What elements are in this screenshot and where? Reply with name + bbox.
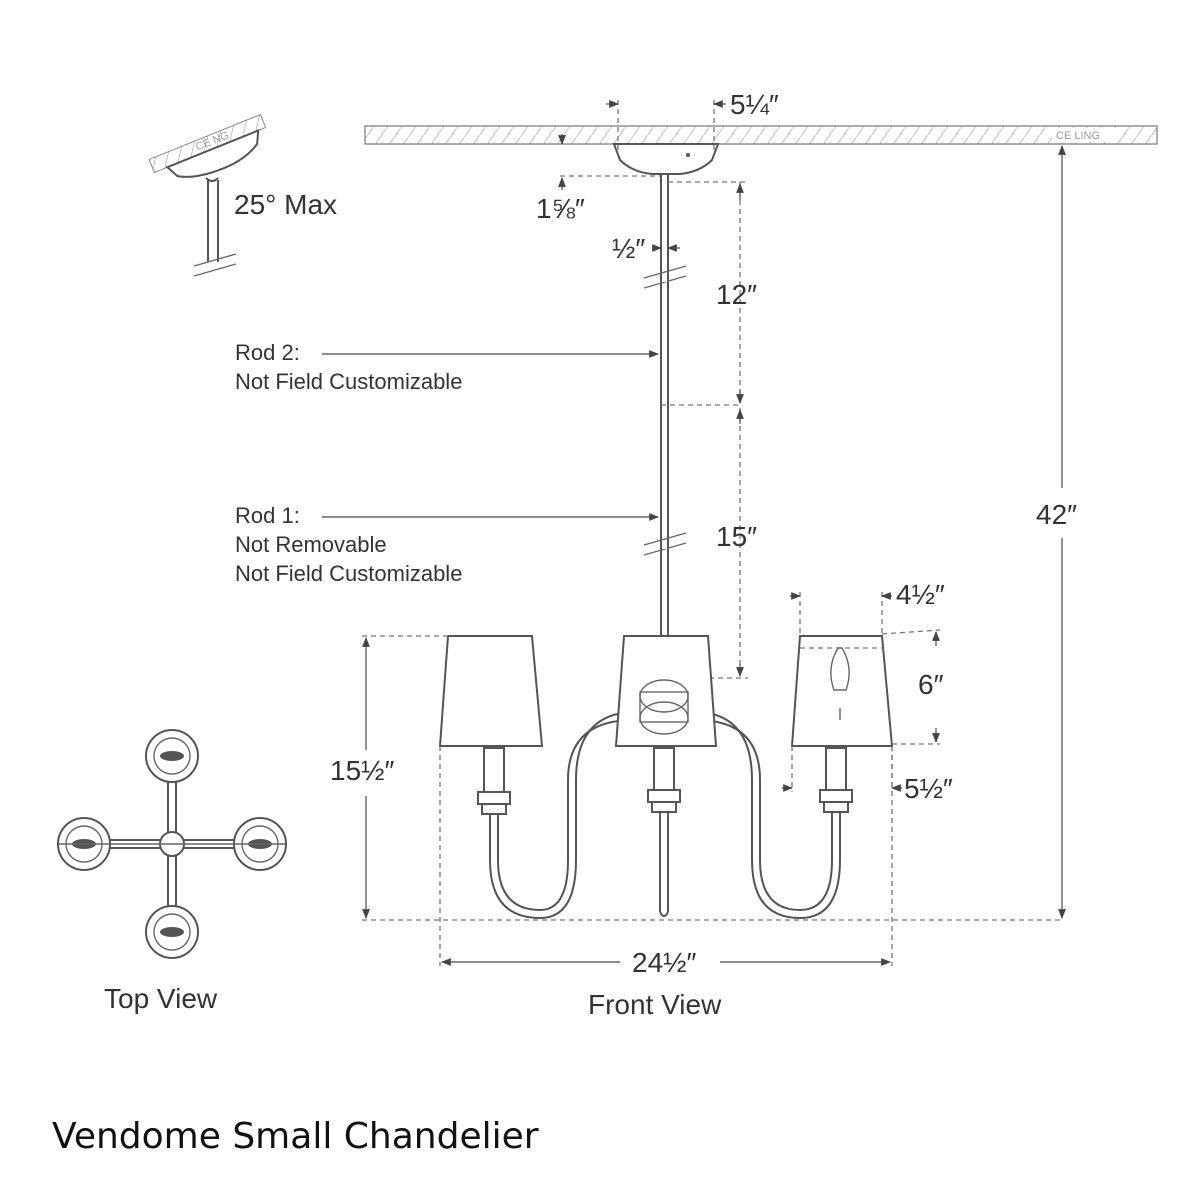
rod1-note: Rod 1: Not Removable Not Field Customiza… bbox=[235, 503, 659, 586]
shade-right bbox=[790, 635, 894, 747]
dim-shade-bottom: 5½″ bbox=[782, 746, 953, 804]
canopy-height-label: 1⅝″ bbox=[536, 193, 585, 224]
dim-rod2-length: 12″ bbox=[668, 181, 757, 405]
rod2-length-label: 12″ bbox=[716, 279, 757, 310]
dim-shade-top: 4½″ bbox=[790, 579, 945, 636]
canopy-screw-icon bbox=[686, 153, 690, 157]
canopy-width-label: 5¼″ bbox=[730, 89, 779, 120]
top-shade-north bbox=[145, 729, 199, 783]
dim-overall-width: 24½″ bbox=[439, 746, 893, 978]
stem-rod bbox=[643, 174, 740, 640]
socket-center bbox=[647, 747, 681, 813]
dim-rod-diameter: ½″ bbox=[612, 233, 680, 264]
shade-top-label: 4½″ bbox=[896, 579, 945, 610]
rod-diameter-label: ½″ bbox=[612, 233, 645, 264]
product-caption: Vendome Small Chandelier bbox=[52, 1116, 539, 1157]
dim-overall-height: 42″ bbox=[1036, 145, 1077, 919]
ceiling-label: CE LING bbox=[1056, 130, 1100, 142]
top-shade-south bbox=[145, 905, 199, 959]
chandelier-front-view bbox=[438, 635, 894, 920]
chandelier-top-view bbox=[57, 729, 287, 959]
rod2-note-line1: Rod 2: bbox=[235, 340, 300, 365]
front-view-label: Front View bbox=[588, 989, 722, 1020]
rod2-note-line2: Not Field Customizable bbox=[235, 369, 462, 394]
canopy bbox=[612, 143, 720, 175]
ceiling-slab: CE LING bbox=[364, 125, 1158, 145]
dim-rod1-length: 15″ bbox=[700, 408, 757, 679]
top-view-label: Top View bbox=[104, 983, 218, 1014]
dim-canopy-height: 1⅝″ bbox=[536, 134, 660, 224]
socket-right bbox=[819, 747, 853, 813]
shade-height-label: 6″ bbox=[918, 669, 944, 700]
shade-bottom-label: 5½″ bbox=[904, 773, 953, 804]
rod1-note-line1: Rod 1: bbox=[235, 503, 300, 528]
shade-left bbox=[438, 635, 544, 747]
rod1-note-line3: Not Field Customizable bbox=[235, 561, 462, 586]
bulb-icon bbox=[830, 647, 850, 691]
overall-width-label: 24½″ bbox=[632, 947, 696, 978]
rod1-note-line2: Not Removable bbox=[235, 532, 387, 557]
tilt-max-label: 25° Max bbox=[234, 189, 337, 220]
socket-left bbox=[477, 747, 511, 815]
rod2-note: Rod 2: Not Field Customizable bbox=[235, 340, 659, 394]
sloped-ceiling-detail: CE NG 25° Max bbox=[148, 113, 337, 277]
body-height-label: 15½″ bbox=[330, 755, 394, 786]
shade-center bbox=[614, 635, 718, 747]
rod1-length-label: 15″ bbox=[716, 521, 757, 552]
dim-shade-height: 6″ bbox=[881, 629, 944, 745]
overall-height-label: 42″ bbox=[1036, 499, 1077, 530]
dim-body-height: 15½″ bbox=[330, 635, 1062, 921]
dim-canopy-width: 5¼″ bbox=[606, 89, 779, 150]
